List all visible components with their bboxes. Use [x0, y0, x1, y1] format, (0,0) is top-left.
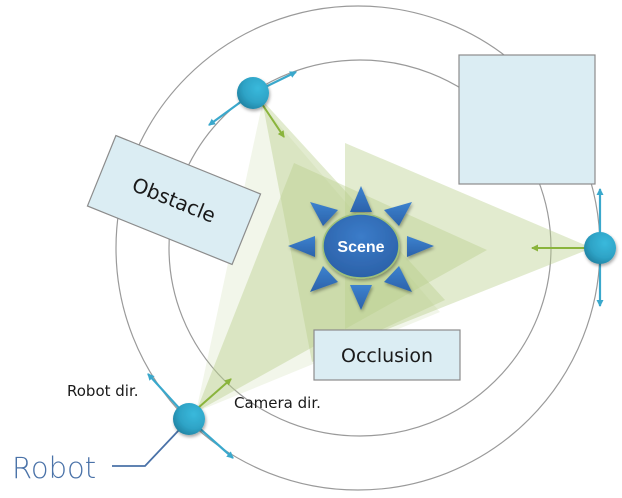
camera-dir-label: Camera dir.: [234, 394, 321, 412]
scene-label: Scene: [337, 239, 384, 256]
scene-ray-icon: [350, 285, 372, 310]
scene-rays: [288, 186, 434, 310]
scene-ray-icon: [407, 236, 434, 257]
frustum-bottom-robot: [196, 163, 487, 412]
scene-ray-icon: [310, 202, 338, 226]
occlusion-box: [313, 329, 461, 381]
robot-dir-label: Robot dir.: [67, 382, 139, 400]
obstacle-box: [86, 134, 262, 266]
camera-dir-arrow: [261, 103, 285, 138]
robot-bottom-left: [112, 373, 234, 467]
robot-icon: [173, 403, 205, 435]
robot-right: [531, 188, 616, 307]
frustum-right-robot: [345, 143, 592, 346]
robot-top: [208, 71, 297, 138]
robot-icon: [584, 232, 616, 264]
blank-box: [458, 54, 596, 185]
scene: Scene: [288, 186, 434, 310]
camera-dir-arrow: [197, 378, 232, 409]
scene-ray-icon: [310, 266, 338, 292]
robot-label-leader: [112, 429, 180, 467]
scene-ray-icon: [384, 202, 412, 226]
occlusion-label: Occlusion: [341, 345, 433, 367]
scene-ray-icon: [350, 186, 372, 212]
scene-core: [322, 213, 400, 279]
scene-ray-icon: [288, 236, 315, 257]
scene-ray-icon: [384, 266, 412, 292]
robot-label: Robot: [12, 451, 96, 485]
robot-icon: [237, 77, 269, 109]
occlusion: Occlusion: [313, 329, 461, 381]
obstacle: Obstacle: [86, 134, 262, 266]
